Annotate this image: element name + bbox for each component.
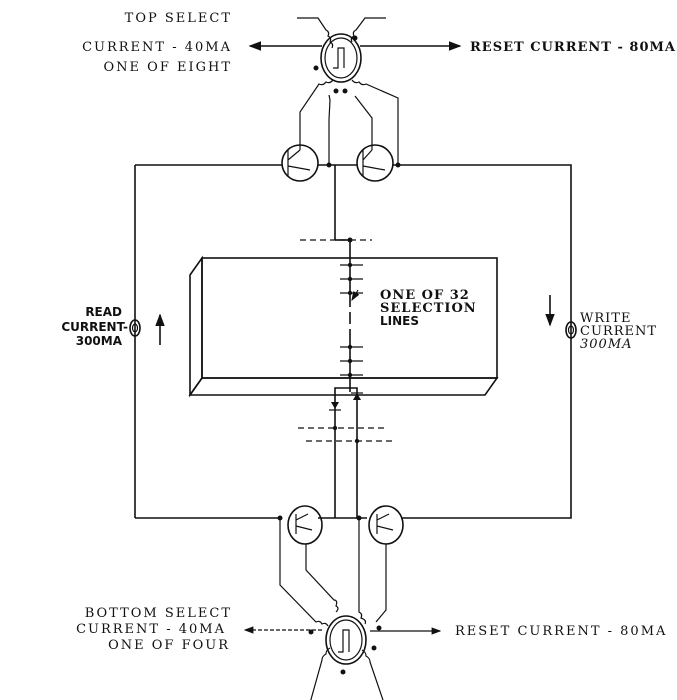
- top-select-label-1: TOP SELECT: [125, 11, 232, 26]
- selection-label-1: ONE OF 32: [380, 288, 470, 303]
- selection-label-2: SELECTION: [380, 301, 477, 316]
- read-label-1: READ: [85, 305, 122, 319]
- top-transistor-left: [281, 144, 319, 182]
- top-transistor-right: [356, 144, 394, 182]
- top-reset-label: RESET CURRENT - 80MA: [470, 40, 676, 55]
- write-label-2: CURRENT: [580, 324, 657, 339]
- bottom-transistor-left: [277, 505, 323, 545]
- selection-label-3: LINES: [380, 314, 419, 328]
- drive-loop-wire: [135, 164, 572, 519]
- read-label-2: CURRENT-: [61, 320, 128, 334]
- write-current-sensor-icon: [565, 321, 577, 339]
- bottom-select-label-3: ONE OF FOUR: [108, 638, 230, 653]
- write-label-1: WRITE: [580, 311, 631, 326]
- top-select-label-3: ONE OF EIGHT: [104, 60, 232, 75]
- hysteresis-loop-icon: [333, 47, 345, 69]
- bottom-reset-label: RESET CURRENT - 80MA: [455, 624, 667, 639]
- bottom-transistor-right: [356, 505, 404, 545]
- read-label-3: 300MA: [76, 334, 123, 348]
- selection-pointer-arrow: [351, 289, 360, 302]
- top-select-label-2: CURRENT - 40MA: [82, 40, 232, 55]
- selection-line: [340, 240, 363, 392]
- hysteresis-loop-icon: [338, 629, 350, 653]
- diode-pair: [298, 387, 393, 518]
- read-current-sensor-icon: [129, 319, 141, 337]
- bottom-select-label-2: CURRENT - 40MA: [76, 622, 226, 637]
- bottom-select-label-1: BOTTOM SELECT: [85, 606, 232, 621]
- bottom-select-core: [243, 518, 442, 700]
- write-label-3: 300MA: [580, 337, 633, 352]
- top-select-core: [248, 17, 462, 165]
